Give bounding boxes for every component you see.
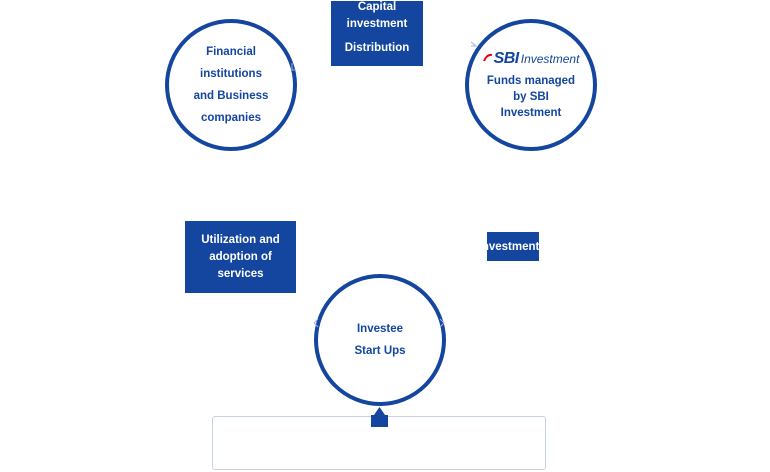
arrow-tick-icon — [439, 318, 445, 328]
sbi-swoosh-icon — [482, 53, 492, 61]
arrow-tick-icon — [291, 63, 296, 71]
financial-node-line-2: institutions — [200, 68, 262, 80]
investment-label: Investment — [487, 232, 539, 261]
capital-label-line-1: Capital — [357, 1, 397, 13]
sbi-investment-logo: SBI Investment — [482, 49, 580, 68]
investment-label-text: Investment — [487, 240, 539, 253]
utilization-label-line-3: services — [217, 267, 264, 280]
sbi-logo-mark: SBI — [493, 49, 520, 67]
arrow-tick-icon — [313, 318, 319, 328]
utilization-label-line-1: Utilization and — [201, 233, 280, 246]
utilization-adoption-label: Utilization and adoption of services — [185, 221, 296, 293]
capital-label-line-2: investment — [346, 18, 408, 30]
startups-node-line-2: Start Ups — [354, 345, 406, 357]
arrow-tick-icon — [470, 41, 478, 47]
financial-node-line-1: Financial — [206, 46, 256, 58]
sbi-node-line-3: Investment — [500, 106, 562, 119]
sbi-node-line-1: Funds managed — [486, 74, 576, 87]
sbi-logo-word: Investment — [520, 51, 580, 66]
sbi-funds-node: SBI Investment Funds managed by SBI Inve… — [465, 19, 597, 151]
startups-node-line-1: Investee — [356, 323, 404, 335]
capital-label-line-3: Distribution — [344, 42, 410, 54]
capital-investment-distribution-label: Capital investment Distribution — [331, 1, 423, 66]
pointer-triangle-icon — [371, 407, 388, 427]
investee-startups-node: Investee Start Ups — [314, 274, 446, 406]
financial-node-line-4: companies — [200, 112, 262, 124]
financial-node-line-3: and Business — [193, 90, 269, 102]
sbi-node-line-2: by SBI — [513, 90, 549, 103]
utilization-label-line-2: adoption of — [209, 250, 272, 263]
financial-institutions-node: Financial institutions and Business comp… — [165, 19, 297, 151]
